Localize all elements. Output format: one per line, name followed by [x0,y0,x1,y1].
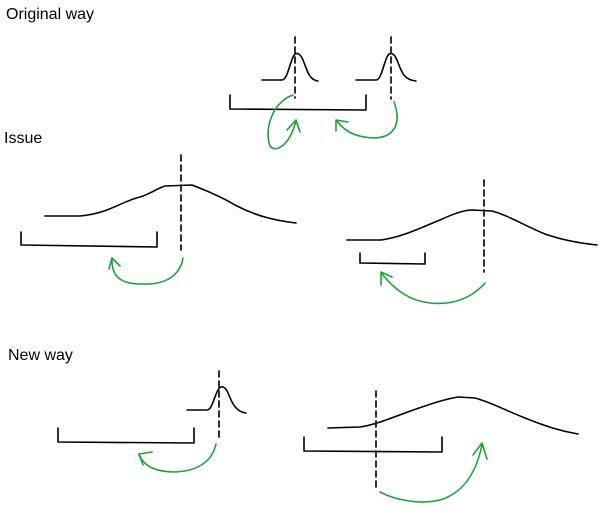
shift-arrow-issue-left-head [108,257,121,270]
shift-arrow-new-left [138,443,217,473]
shift-arrow-left-head [286,119,301,133]
section-label-original: Original way [6,6,95,23]
window-bracket-issue-right [359,252,426,265]
shift-arrow-new-left-head [138,451,153,466]
broad-peak-left [44,184,297,224]
narrow-peak-new [186,386,247,414]
shift-arrow-left [267,94,297,150]
narrow-peak-right [355,52,417,82]
shift-arrow-right [336,101,398,139]
section-label-issue: Issue [4,130,43,147]
section-label-new: New way [8,347,73,364]
shift-arrow-new-right [379,444,483,503]
original-diagram [229,36,417,150]
new-diagram [57,370,579,503]
broad-peak-right [346,209,598,246]
window-bracket-new-right [303,436,443,453]
window-bracket-issue-left [20,231,158,248]
narrow-peak-left [261,52,319,82]
broad-peak-new [327,396,579,435]
window-bracket-new-left [57,427,195,444]
shift-arrow-issue-left [111,257,184,285]
shift-arrow-new-right-head [472,442,488,460]
shift-arrow-issue-right-head [380,271,393,286]
shift-arrow-right-head [335,119,349,132]
shift-arrow-issue-right [381,273,486,305]
issue-diagram [20,154,598,305]
window-bracket [229,94,367,111]
